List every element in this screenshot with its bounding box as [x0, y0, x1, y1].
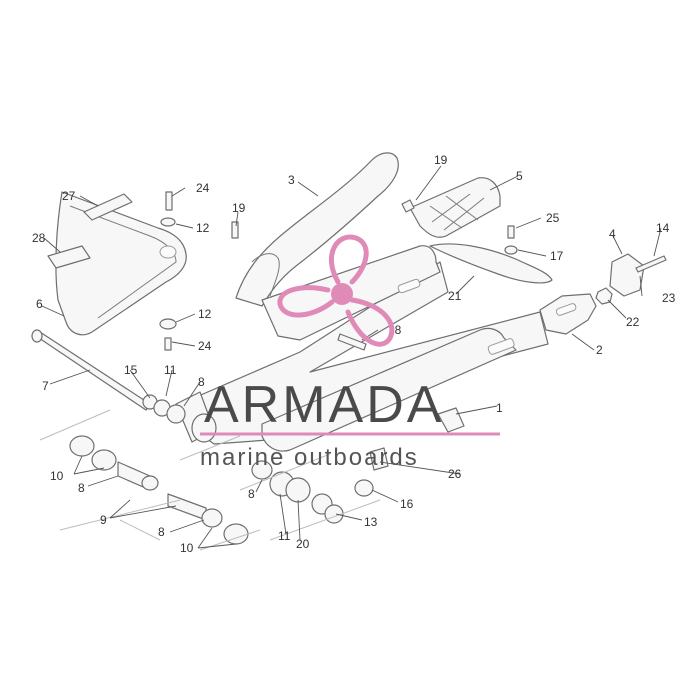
- callout-7: 7: [42, 379, 49, 393]
- callout-8-top: 8: [198, 375, 205, 389]
- part-6-chaincase: [55, 191, 187, 336]
- callout-15: 15: [124, 363, 138, 377]
- callout-27: 27: [62, 189, 76, 203]
- callout-11-top: 11: [164, 363, 177, 377]
- swingarm-lower-arm: [261, 327, 517, 452]
- callout-8-left: 8: [78, 481, 85, 495]
- callout-11-bottom: 11: [278, 529, 291, 543]
- part-28-pad: [47, 245, 91, 269]
- part-19-bolt-right: [401, 199, 415, 213]
- part-4-adjuster: [609, 253, 645, 297]
- callout-4: 4: [609, 227, 616, 241]
- callout-9: 9: [100, 513, 107, 527]
- callout-10-top: 10: [50, 469, 64, 483]
- part-16-cap: [354, 479, 374, 497]
- part-7-axle-head: [31, 329, 43, 343]
- callout-12-top: 12: [196, 221, 210, 235]
- callout-5: 5: [516, 169, 523, 183]
- part-2-slot: [555, 303, 577, 316]
- callout-16: 16: [400, 497, 414, 511]
- callout-6: 6: [36, 297, 43, 311]
- part-3-fender-inner: [251, 253, 280, 297]
- part-5-hatch: [429, 193, 485, 231]
- part-24-bolt-top: [165, 191, 173, 211]
- bearing-group-left: [69, 435, 249, 545]
- callout-26: 26: [448, 467, 462, 481]
- callout-24-bottom: 24: [198, 339, 212, 353]
- bushing-group: [142, 394, 186, 424]
- brand-tagline: marine outboards: [200, 444, 419, 471]
- part-24-bolt-bottom: [164, 337, 172, 351]
- callout-25: 25: [546, 211, 560, 225]
- part-14-bolt: [635, 255, 667, 273]
- part-18-pin: [337, 333, 367, 351]
- part-17-washer: [504, 245, 518, 255]
- callout-28: 28: [32, 231, 46, 245]
- part-26-clip: [369, 447, 389, 471]
- callout-10-bottom: 10: [180, 541, 194, 555]
- callout-21: 21: [448, 289, 462, 303]
- callout-numbers: 3 5 19 19 24 12 12 24 27 28 6 7 15 11 8 …: [32, 153, 676, 555]
- propeller-icon: [277, 234, 395, 347]
- callout-17: 17: [550, 249, 564, 263]
- callout-22: 22: [626, 315, 640, 329]
- brand-name: ARMADA: [204, 376, 444, 434]
- callout-20: 20: [296, 537, 310, 551]
- callout-2: 2: [596, 343, 603, 357]
- callout-8-right: 8: [248, 487, 255, 501]
- bearing-group-right: [251, 460, 344, 524]
- part-21-slider: [429, 243, 553, 284]
- part-5-plate: [409, 177, 501, 238]
- part-6-hole: [159, 245, 177, 259]
- brand-logo: ARMADA marine outboards: [200, 234, 500, 471]
- callout-19-right: 19: [434, 153, 448, 167]
- part-12-washer-top: [160, 217, 176, 227]
- leader-lines: [41, 165, 662, 549]
- callout-19-left: 19: [232, 201, 246, 215]
- callout-23: 23: [662, 291, 676, 305]
- callout-14: 14: [656, 221, 670, 235]
- callout-12-bottom: 12: [198, 307, 212, 321]
- callout-24-top: 24: [196, 181, 210, 195]
- part-27-pad: [83, 193, 133, 221]
- guide-lines: [39, 409, 381, 551]
- swingarm-slot-upper: [397, 278, 421, 294]
- part-25-bolt: [507, 225, 515, 239]
- part-19-bolt-left: [231, 221, 239, 239]
- callout-8-bottom: 8: [158, 525, 165, 539]
- part-12-washer-bottom: [159, 318, 177, 330]
- callout-3: 3: [288, 173, 295, 187]
- swingarm-slot-lower: [487, 338, 515, 355]
- callout-1: 1: [496, 401, 503, 415]
- part-3-fender: [235, 152, 399, 307]
- callout-13: 13: [364, 515, 378, 529]
- part-2-block: [539, 293, 597, 335]
